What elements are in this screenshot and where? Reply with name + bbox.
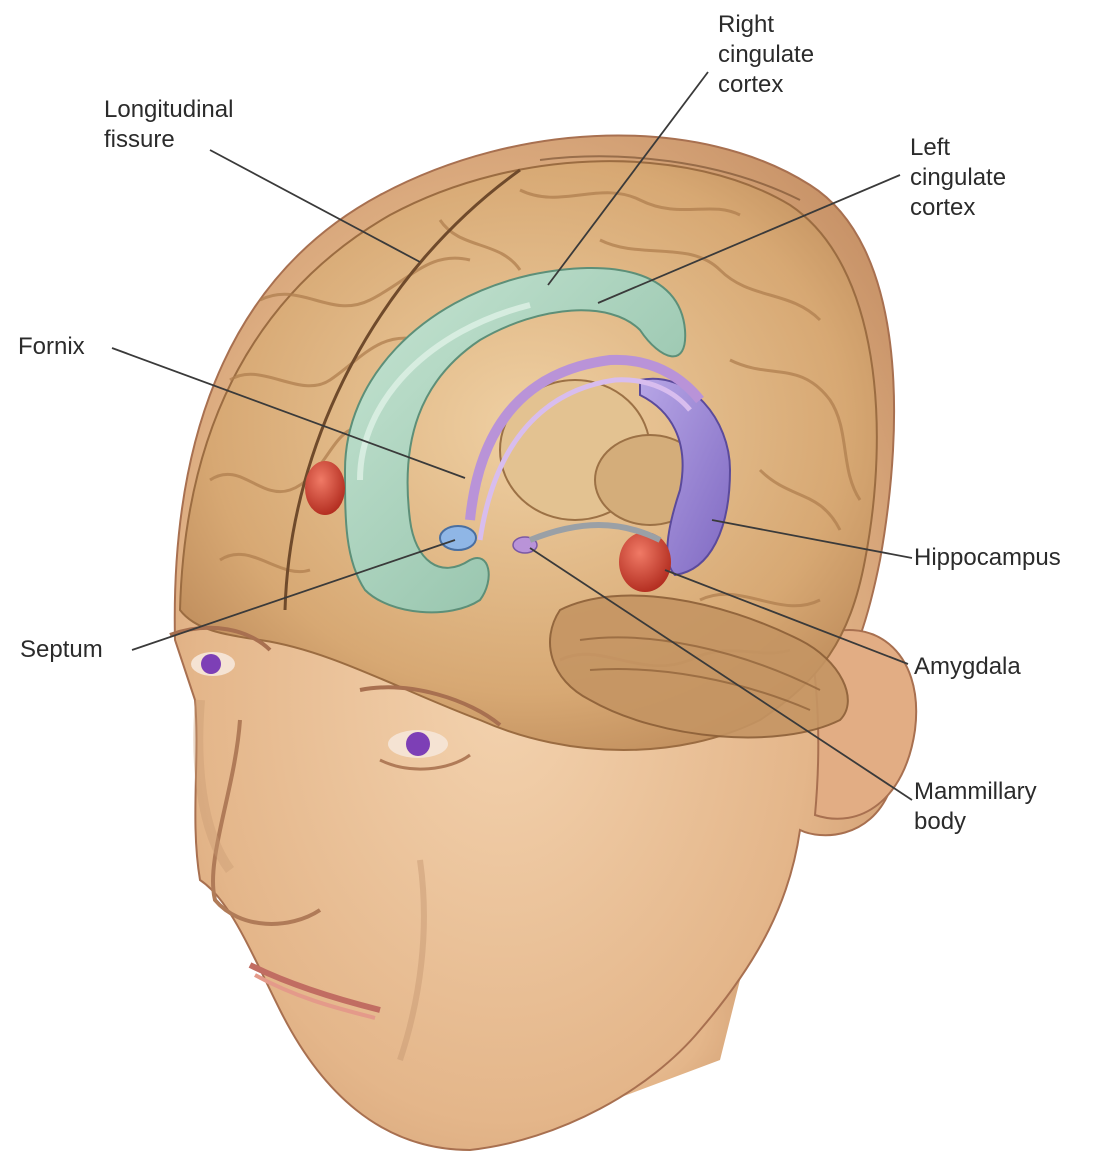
label-amygdala: Amygdala [914,652,1021,682]
label-longitudinal-fissure: Longitudinal fissure [104,95,233,155]
label-hippocampus: Hippocampus [914,543,1061,573]
amygdala-right [619,532,671,592]
label-left-cingulate-cortex: Left cingulate cortex [910,133,1006,223]
septum [440,526,476,550]
label-mammillary-body: Mammillary body [914,777,1037,837]
amygdala-left [305,461,345,515]
label-fornix: Fornix [18,332,85,362]
label-septum: Septum [20,635,103,665]
label-right-cingulate-cortex: Right cingulate cortex [718,10,814,100]
